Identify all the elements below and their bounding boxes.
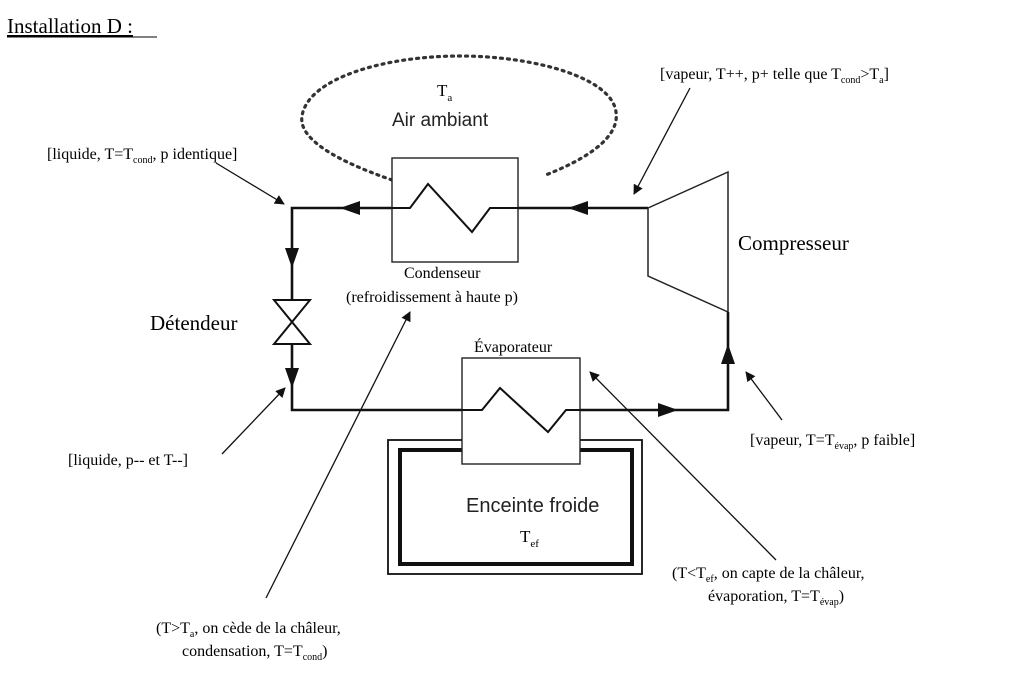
page-title: Installation D :: [7, 14, 133, 38]
evaporator-label: Évaporateur: [474, 337, 553, 356]
annotation-evap-line2: évaporation, T=Tévap): [708, 588, 844, 608]
flow-arrow-2: [340, 201, 360, 215]
condenser-description: (refroidissement à haute p): [346, 289, 518, 306]
expansion-valve-label: Détendeur: [150, 311, 237, 335]
condenser-label: Condenseur: [404, 265, 481, 282]
evaporator-coil: [462, 386, 580, 434]
ta-label: Ta: [437, 81, 452, 104]
flow-arrow-3: [285, 248, 299, 268]
flow-arrow-6: [721, 344, 735, 364]
pointer-cond-note: [265, 311, 411, 599]
condenser-box: [391, 157, 519, 263]
pipe-valve-to-evaporator: [290, 344, 462, 412]
condenser-coil: [392, 182, 518, 234]
flow-arrow-1: [568, 201, 588, 215]
ambient-air-boundary: [300, 54, 618, 182]
annotation-cond-line1: (T>Ta, on cède de la châleur,: [156, 620, 341, 640]
pipe-condenser-to-valve: [290, 206, 392, 300]
annotation-evap-line1: (T<Tef, on capte de la châleur,: [672, 565, 865, 585]
compressor-label: Compresseur: [738, 231, 849, 255]
expansion-valve-icon: [271, 299, 313, 345]
flow-arrow-5: [658, 403, 678, 417]
air-ambiant-label: Air ambiant: [392, 110, 489, 131]
cold-enclosure-label: Enceinte froide: [466, 495, 599, 517]
pointer-liquide-bas: [221, 387, 286, 455]
annotation-liquide-bas: [liquide, p-- et T--]: [68, 452, 188, 469]
flow-arrow-4: [285, 368, 299, 388]
compressor-shape: [647, 170, 729, 314]
pointer-evap-note: [589, 371, 777, 561]
pointer-liquide-cond: [215, 162, 285, 205]
pointer-vapeur-basse: [745, 371, 783, 421]
annotation-vapeur-haute: [vapeur, T++, p+ telle que Tcond>Ta]: [660, 66, 889, 86]
tef-label: Tef: [520, 527, 539, 550]
annotation-cond-line2: condensation, T=Tcond): [182, 643, 327, 663]
annotation-liquide-cond: [liquide, T=Tcond, p identique]: [47, 146, 237, 166]
annotation-vapeur-basse: [vapeur, T=Tévap, p faible]: [750, 432, 915, 452]
pipe-evaporator-to-compressor: [580, 312, 730, 412]
pointer-vapeur-haute: [633, 87, 691, 195]
